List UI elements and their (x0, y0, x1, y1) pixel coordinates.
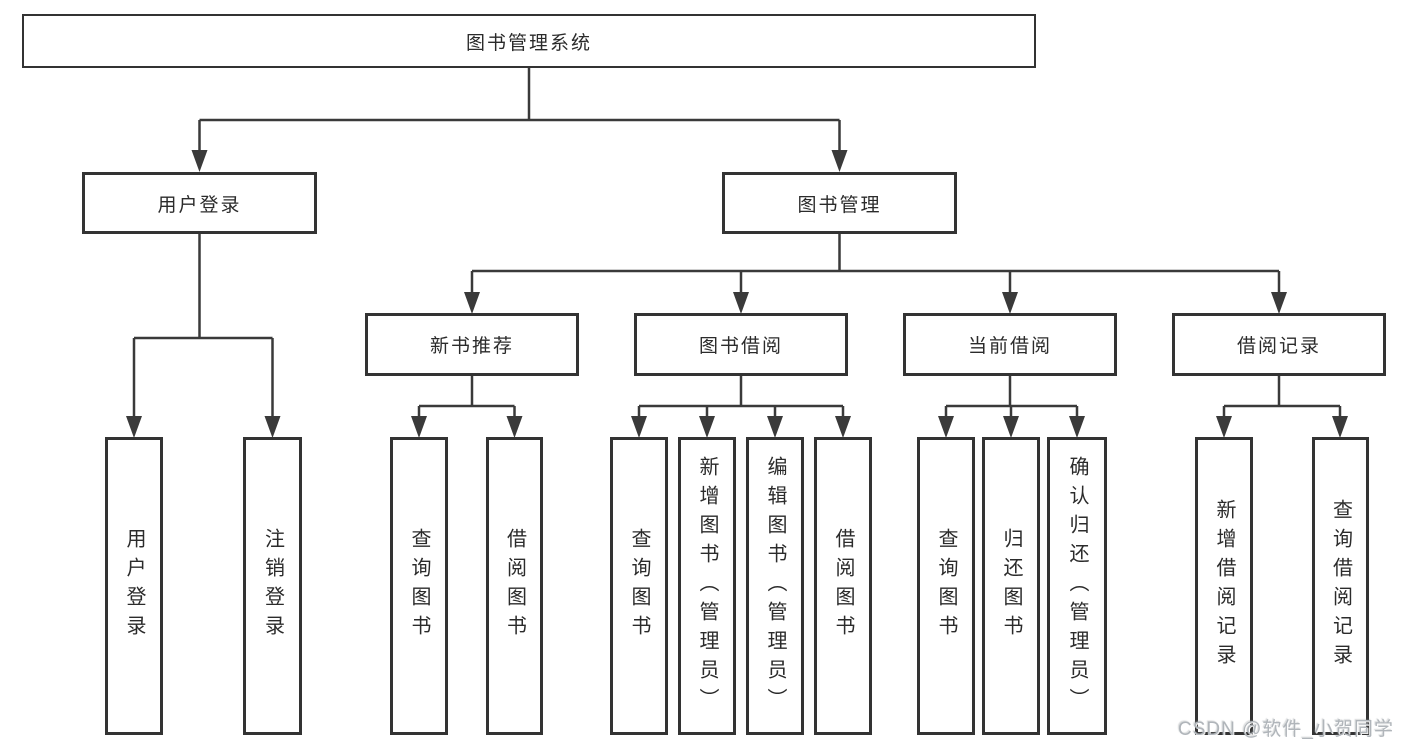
node-current-borrowing: 当前借阅 (903, 313, 1117, 376)
leaf-borrow-books: 借阅图书 (814, 437, 872, 735)
leaf-query-borrow-record: 查询借阅记录 (1312, 437, 1369, 735)
leaf-borrow-books-recommend-label: 借阅图书 (503, 528, 526, 644)
arrowhead-icons (126, 150, 1348, 438)
csdn-watermark: CSDN @软件_小贺同学 (1178, 719, 1394, 740)
leaf-add-borrow-record: 新增借阅记录 (1195, 437, 1253, 735)
node-book-borrowing: 图书借阅 (634, 313, 848, 376)
leaf-logout: 注销登录 (243, 437, 302, 735)
leaf-borrow-books-recommend: 借阅图书 (486, 437, 543, 735)
leaf-query-books-borrowing-label: 查询图书 (628, 528, 650, 644)
leaf-user-login-label: 用户登录 (123, 528, 145, 644)
leaf-logout-label: 注销登录 (261, 528, 284, 644)
leaf-query-books-recommend-label: 查询图书 (408, 528, 430, 644)
node-current-borrowing-label: 当前借阅 (967, 336, 1052, 357)
leaf-query-books-current-label: 查询图书 (935, 528, 957, 644)
node-book-management: 图书管理 (722, 172, 957, 234)
leaf-confirm-return-admin: 确认归还（管理员） (1047, 437, 1107, 735)
node-library-management-system: 图书管理系统 (22, 14, 1036, 68)
connector-lines (132, 68, 1342, 420)
leaf-add-borrow-record-label: 新增借阅记录 (1213, 499, 1235, 673)
leaf-confirm-return-admin-label: 确认归还（管理员） (1066, 455, 1088, 717)
node-borrowing-records: 借阅记录 (1172, 313, 1386, 376)
leaf-add-book-admin-label: 新增图书（管理员） (696, 455, 718, 717)
leaf-edit-book-admin: 编辑图书（管理员） (746, 437, 804, 735)
node-new-book-recommend: 新书推荐 (365, 313, 579, 376)
node-borrowing-records-label: 借阅记录 (1236, 336, 1321, 357)
node-new-book-recommend-label: 新书推荐 (429, 336, 514, 357)
leaf-borrow-books-label: 借阅图书 (832, 528, 854, 644)
node-book-borrowing-label: 图书借阅 (698, 336, 783, 357)
leaf-query-books-recommend: 查询图书 (390, 437, 448, 735)
leaf-edit-book-admin-label: 编辑图书（管理员） (764, 455, 786, 717)
leaf-query-books-current: 查询图书 (917, 437, 975, 735)
root-node-label: 图书管理系统 (465, 32, 592, 54)
leaf-query-books-borrowing: 查询图书 (610, 437, 668, 735)
leaf-user-login: 用户登录 (105, 437, 163, 735)
leaf-add-book-admin: 新增图书（管理员） (678, 437, 736, 735)
node-user-login: 用户登录 (82, 172, 317, 234)
leaf-return-book-label: 归还图书 (1000, 528, 1022, 644)
node-user-login-label: 用户登录 (157, 194, 242, 216)
node-book-management-label: 图书管理 (797, 194, 882, 216)
leaf-return-book: 归还图书 (982, 437, 1040, 735)
leaf-query-borrow-record-label: 查询借阅记录 (1329, 499, 1352, 673)
